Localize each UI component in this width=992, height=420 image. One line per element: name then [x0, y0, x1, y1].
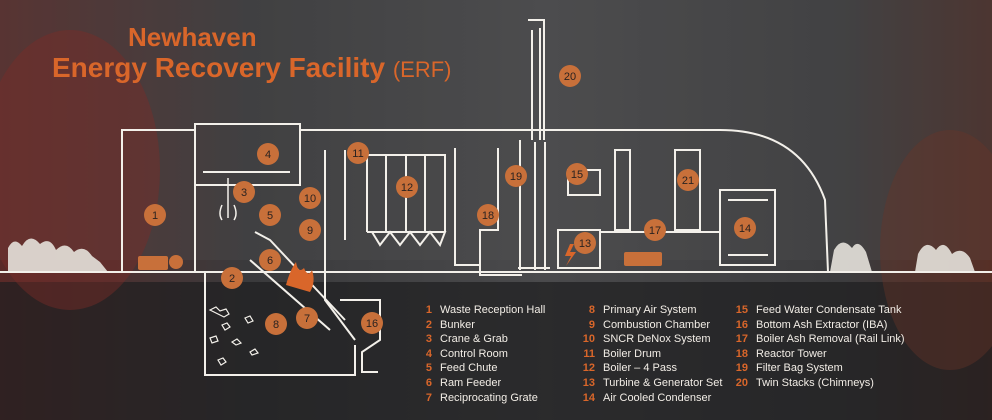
marker-number: 21	[682, 175, 694, 187]
legend-number: 10	[575, 332, 595, 347]
marker-number: 13	[579, 238, 591, 250]
marker-number: 17	[649, 225, 661, 237]
legend-number: 8	[575, 303, 595, 318]
legend-label: Reciprocating Grate	[440, 392, 538, 404]
legend-number: 2	[412, 318, 432, 333]
marker-number: 1	[152, 210, 158, 222]
legend-item: 9 Combustion Chamber	[575, 318, 722, 333]
legend-number: 9	[575, 318, 595, 333]
legend-label: Bottom Ash Extractor (IBA)	[756, 319, 887, 331]
legend-label: Boiler – 4 Pass	[603, 362, 677, 374]
legend-number: 13	[575, 376, 595, 391]
legend-label: Combustion Chamber	[603, 319, 710, 331]
marker-number: 20	[564, 71, 576, 83]
legend-number: 19	[728, 361, 748, 376]
legend-label: Turbine & Generator Set	[603, 377, 722, 389]
marker-number: 11	[352, 148, 363, 160]
legend-label: SNCR DeNox System	[603, 333, 711, 345]
legend-label: Control Room	[440, 348, 508, 360]
legend-item: 8 Primary Air System	[575, 303, 722, 318]
legend-item: 16 Bottom Ash Extractor (IBA)	[728, 318, 905, 333]
marker-number: 8	[273, 319, 279, 331]
legend-label: Feed Water Condensate Tank	[756, 304, 902, 316]
legend-number: 16	[728, 318, 748, 333]
legend-label: Feed Chute	[440, 362, 497, 374]
legend-number: 4	[412, 347, 432, 362]
legend-item: 10 SNCR DeNox System	[575, 332, 722, 347]
legend-label: Bunker	[440, 319, 475, 331]
marker-number: 15	[571, 169, 583, 181]
legend-label: Twin Stacks (Chimneys)	[756, 377, 874, 389]
legend-item: 2 Bunker	[412, 318, 545, 333]
legend-number: 14	[575, 391, 595, 406]
marker-number: 7	[304, 313, 310, 325]
legend-item: 13 Turbine & Generator Set	[575, 376, 722, 391]
legend-label: Boiler Drum	[603, 348, 661, 360]
legend-number: 6	[412, 376, 432, 391]
legend-label: Primary Air System	[603, 304, 697, 316]
legend-item: 20 Twin Stacks (Chimneys)	[728, 376, 905, 391]
legend-number: 15	[728, 303, 748, 318]
legend-item: 5 Feed Chute	[412, 361, 545, 376]
legend-label: Waste Reception Hall	[440, 304, 545, 316]
legend-label: Filter Bag System	[756, 362, 843, 374]
legend-number: 11	[575, 347, 595, 362]
legend-number: 20	[728, 376, 748, 391]
legend-number: 3	[412, 332, 432, 347]
legend-item: 4 Control Room	[412, 347, 545, 362]
legend-number: 18	[728, 347, 748, 362]
legend-label: Boiler Ash Removal (Rail Link)	[756, 333, 905, 345]
legend-item: 14 Air Cooled Condenser	[575, 391, 722, 406]
legend-column-3: 15 Feed Water Condensate Tank 16 Bottom As…	[728, 303, 905, 391]
legend-label: Crane & Grab	[440, 333, 508, 345]
legend-number: 17	[728, 332, 748, 347]
waste-pile	[210, 307, 258, 365]
legend-item: 7 Reciprocating Grate	[412, 391, 545, 406]
marker-number: 5	[267, 210, 273, 222]
legend-item: 19 Filter Bag System	[728, 361, 905, 376]
legend-item: 3 Crane & Grab	[412, 332, 545, 347]
legend-item: 12 Boiler – 4 Pass	[575, 361, 722, 376]
legend-number: 5	[412, 361, 432, 376]
legend-item: 17 Boiler Ash Removal (Rail Link)	[728, 332, 905, 347]
legend-column-1: 1 Waste Reception Hall 2 Bunker 3 Crane & G…	[412, 303, 545, 405]
marker-number: 14	[739, 223, 751, 235]
legend-label: Reactor Tower	[756, 348, 827, 360]
marker-number: 9	[307, 225, 313, 237]
marker-number: 16	[366, 318, 378, 330]
legend-label: Ram Feeder	[440, 377, 501, 389]
legend-item: 15 Feed Water Condensate Tank	[728, 303, 905, 318]
marker-number: 4	[265, 149, 271, 161]
fire-icon	[286, 262, 314, 292]
marker-number: 18	[482, 210, 494, 222]
marker-number: 12	[401, 182, 413, 194]
marker-number: 6	[267, 255, 273, 267]
lightning-icon	[565, 244, 576, 266]
legend-number: 7	[412, 391, 432, 406]
legend-label: Air Cooled Condenser	[603, 392, 711, 404]
legend-number: 1	[412, 303, 432, 318]
legend-item: 6 Ram Feeder	[412, 376, 545, 391]
legend-item: 11 Boiler Drum	[575, 347, 722, 362]
legend-item: 18 Reactor Tower	[728, 347, 905, 362]
marker-number: 19	[510, 171, 522, 183]
marker-number: 10	[304, 193, 316, 205]
legend-item: 1 Waste Reception Hall	[412, 303, 545, 318]
legend-column-2: 8Primary Air System 9Combustion Chamber …	[575, 303, 722, 405]
marker-number: 2	[229, 273, 235, 285]
marker-number: 3	[241, 187, 247, 199]
legend-number: 12	[575, 361, 595, 376]
